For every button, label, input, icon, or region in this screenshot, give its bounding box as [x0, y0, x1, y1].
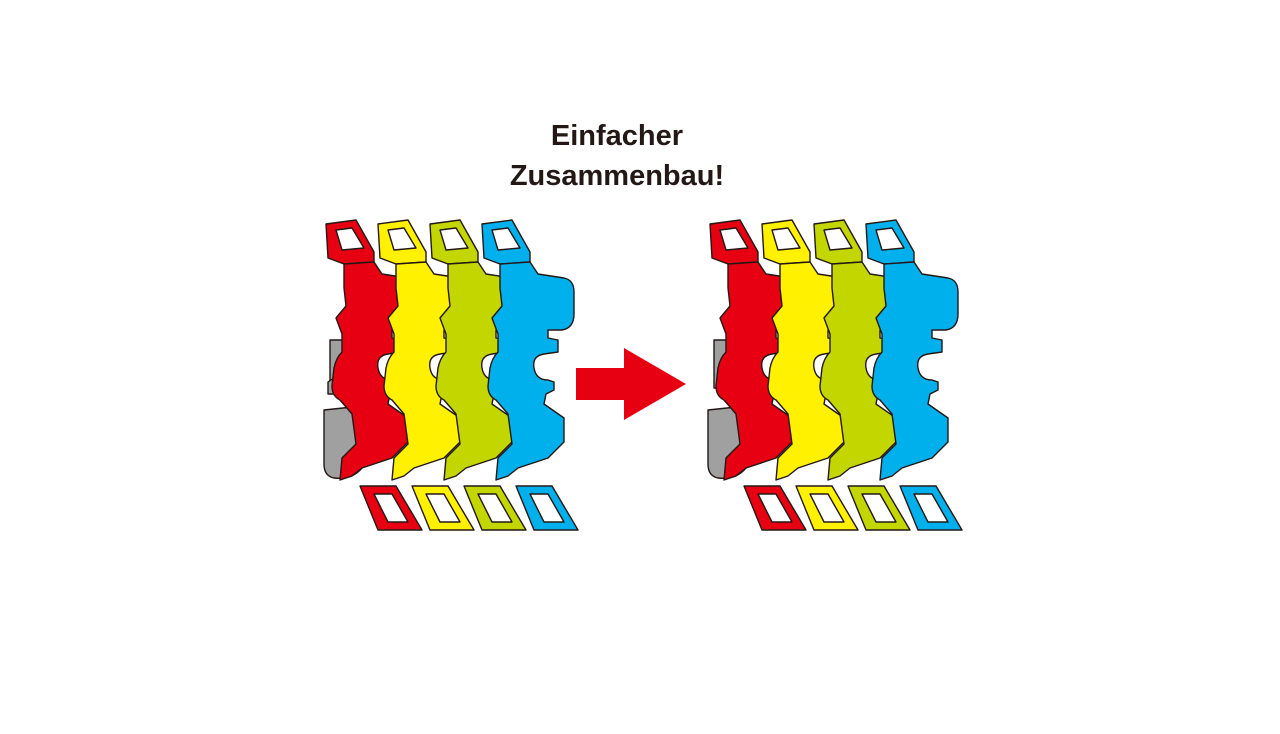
blue-link [865, 219, 963, 531]
headline-line-2: Zusammenbau! [509, 160, 725, 192]
headline-line-1: Einfacher [550, 120, 684, 152]
right-arrow-icon [576, 348, 686, 420]
blue-link [481, 219, 579, 531]
headline: Einfacher Zusammenbau! [412, 116, 822, 196]
chain-before [323, 219, 579, 531]
chain-after [707, 219, 963, 531]
